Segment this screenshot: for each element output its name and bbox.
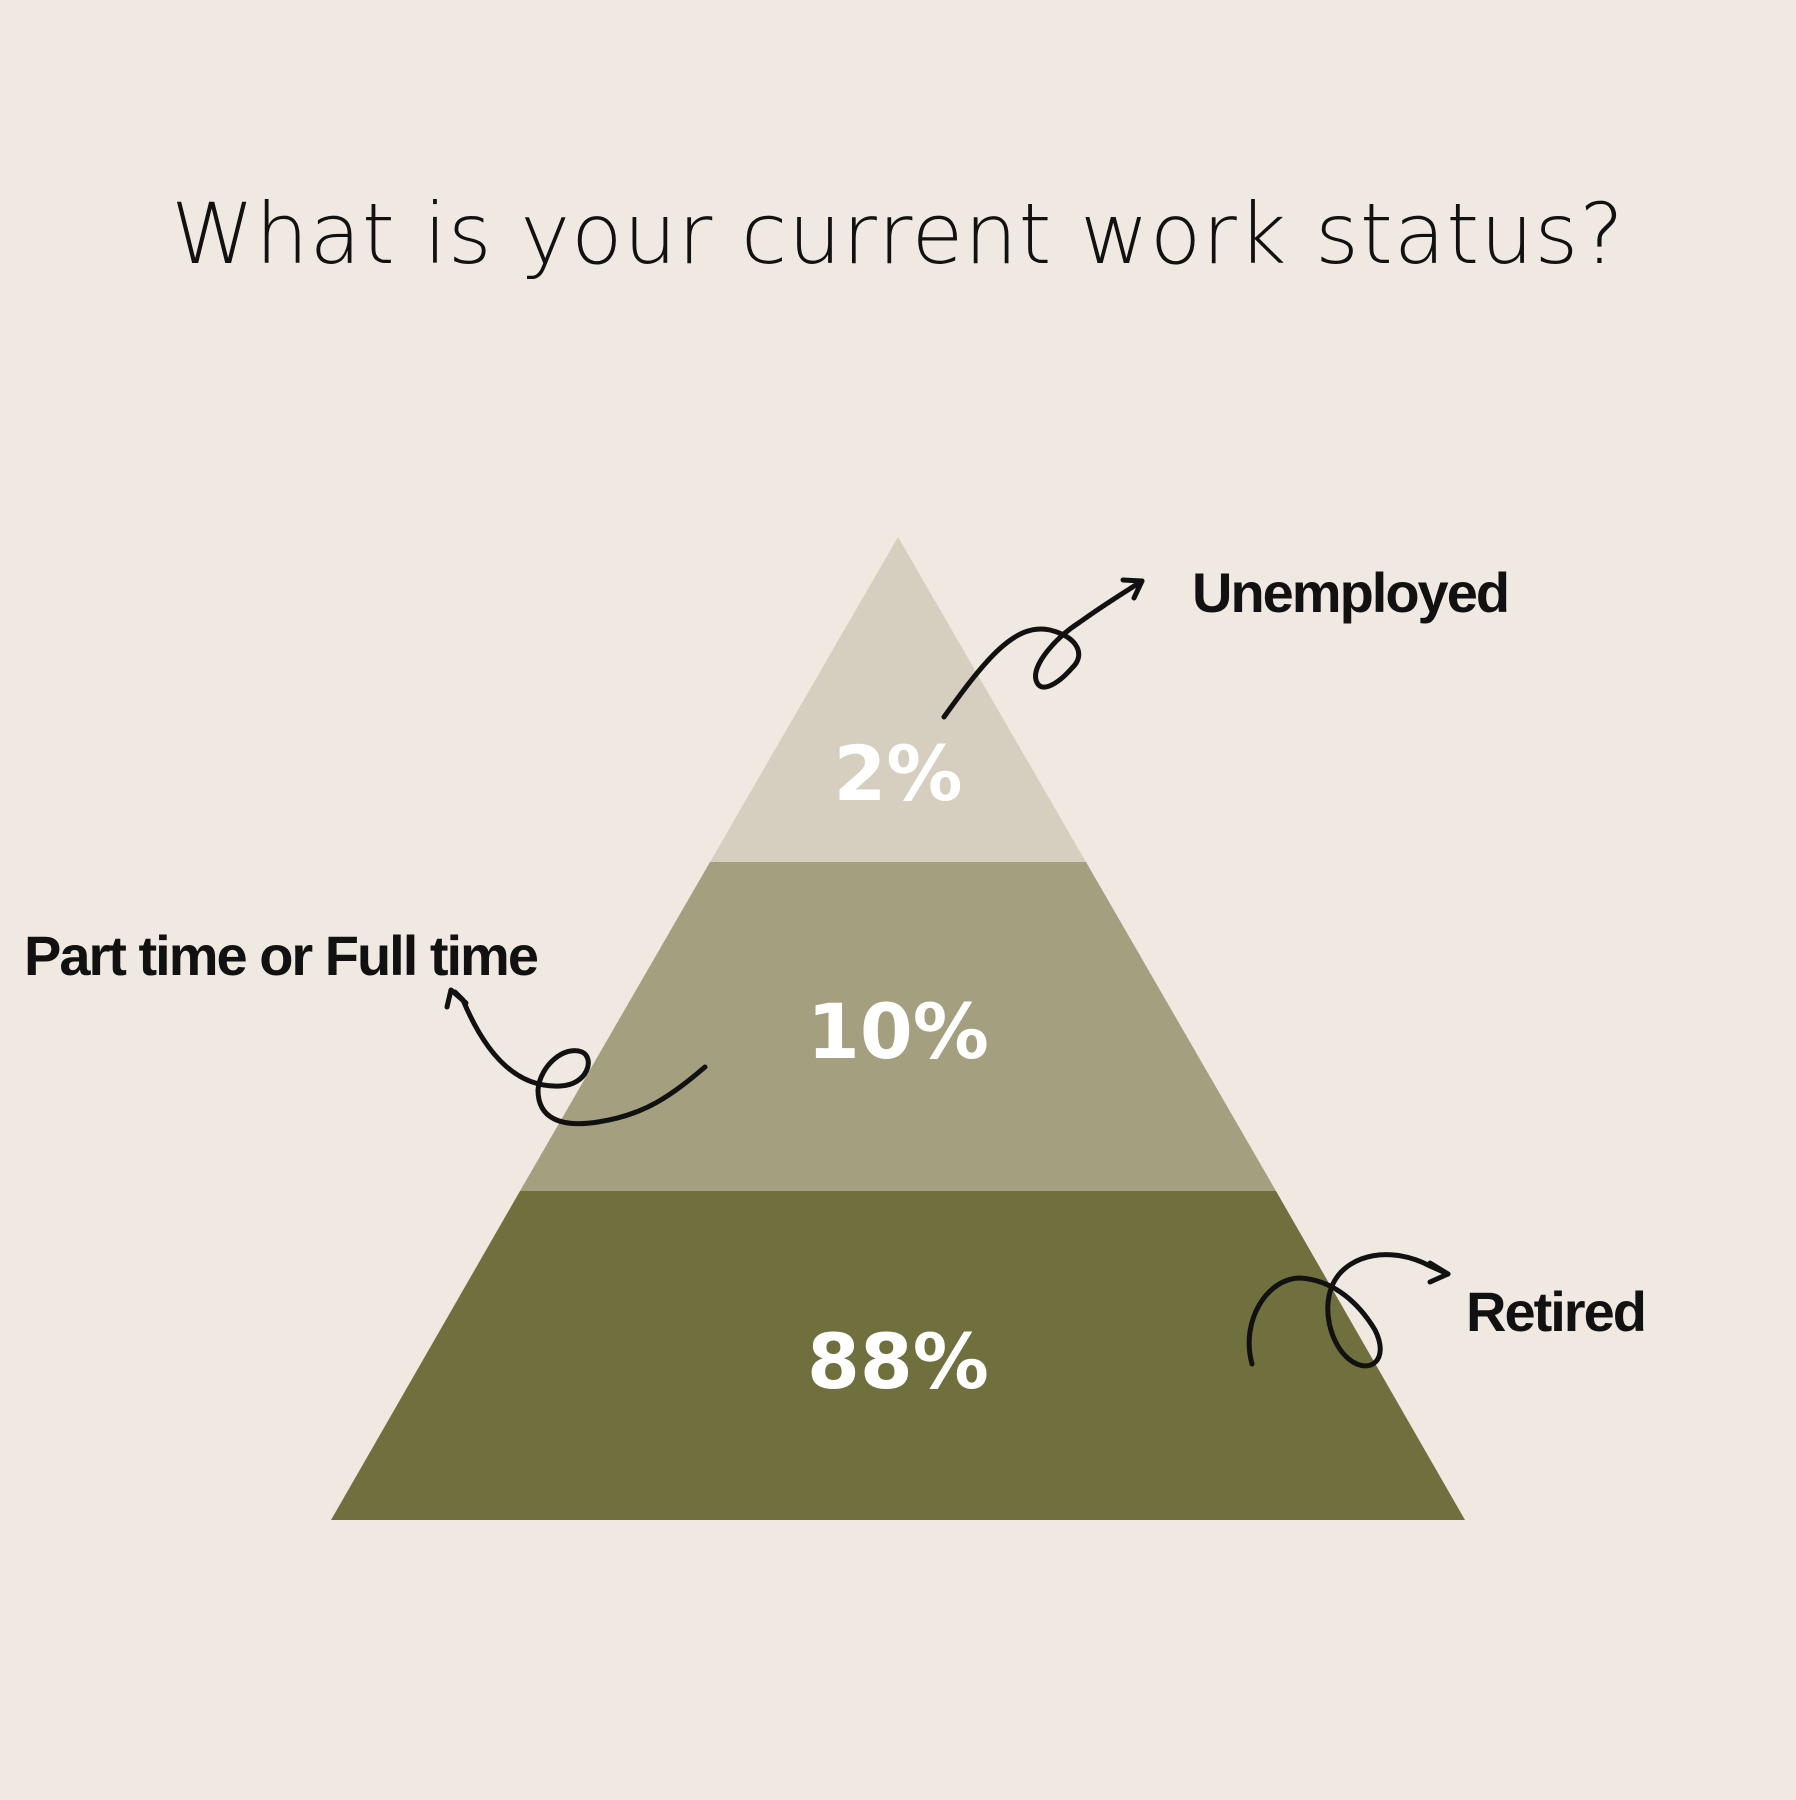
arrow-to-part-or-full-time [444,987,708,1127]
category-label-part-or-full-time: Part time or Full time [24,924,538,987]
arrow-to-unemployed [941,577,1145,720]
pyramid-tier-retired [331,1191,1465,1520]
category-label-retired: Retired [1466,1280,1645,1343]
category-label-unemployed: Unemployed [1192,561,1508,624]
chart-title: What is your current work status? [171,185,1625,283]
value-label-retired: 88% [807,1317,989,1406]
arrow-to-retired [1246,1252,1451,1369]
pyramid-tier-unemployed [710,537,1086,862]
pyramid-tier-part-or-full-time [520,862,1276,1191]
value-label-part-or-full-time: 10% [807,987,989,1076]
value-label-unemployed: 2% [833,729,962,818]
